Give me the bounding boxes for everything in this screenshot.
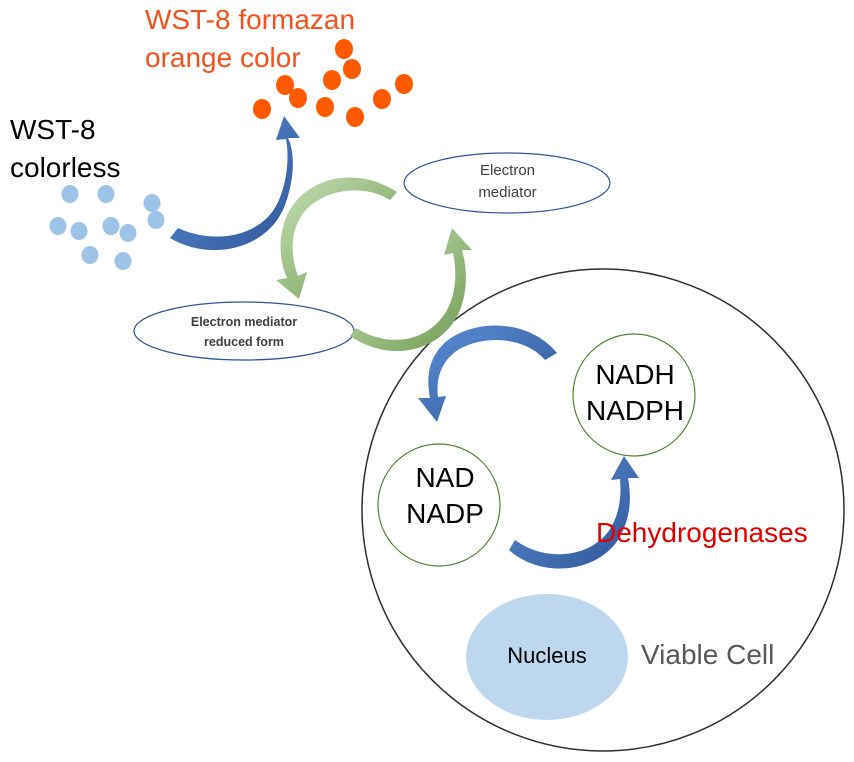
wst8-formazan-label: WST-8 formazan orange color — [145, 4, 356, 73]
colorless-dot — [81, 246, 99, 264]
electron-mediator-label: Electron mediator — [478, 162, 537, 201]
formazan-dot — [395, 74, 413, 94]
nad-nadp-label: NAD NADP — [406, 462, 484, 529]
colorless-dot — [70, 222, 88, 240]
formazan-dot — [316, 97, 334, 117]
electron-mediator-ellipse — [403, 152, 611, 214]
nucleus-shape — [466, 594, 628, 720]
viable-cell-outline — [361, 268, 845, 752]
wst8-colorless-label: WST-8 colorless — [10, 114, 121, 183]
colorless-dot — [49, 217, 67, 235]
viable-cell-label: Viable Cell — [641, 639, 775, 670]
formazan-dot — [346, 107, 364, 127]
nucleus-label: Nucleus — [507, 643, 587, 668]
formazan-dot — [323, 70, 341, 90]
nadh-circle — [572, 333, 696, 457]
colorless-dot — [102, 217, 120, 235]
formazan-dot — [335, 39, 353, 59]
colorless-dot — [97, 185, 115, 203]
arrow-nad-to-nadh — [509, 456, 639, 569]
electron-mediator-reduced-label: Electron mediator reduced form — [190, 315, 298, 349]
arrow-nadh-to-nad — [418, 325, 557, 422]
formazan-dot — [253, 99, 271, 119]
colorless-dot — [147, 211, 165, 229]
formazan-dot — [276, 75, 294, 95]
colorless-dot — [119, 224, 137, 242]
reduction-arrow-wst8 — [170, 116, 300, 251]
formazan-dot — [289, 88, 307, 108]
colorless-dot — [114, 252, 132, 270]
formazan-dot — [343, 59, 361, 79]
nadh-nadph-label: NADH NADPH — [585, 359, 684, 426]
green-arrow-reduced-to-mediator — [350, 228, 472, 352]
dehydrogenases-label: Dehydrogenases — [596, 517, 808, 548]
nad-circle — [377, 443, 501, 567]
colorless-dot — [143, 194, 161, 212]
green-arrow-mediator-to-reduced — [276, 177, 397, 299]
colorless-dots — [49, 185, 165, 270]
formazan-dots — [253, 39, 413, 127]
formazan-dot — [373, 89, 391, 109]
colorless-dot — [61, 185, 79, 203]
